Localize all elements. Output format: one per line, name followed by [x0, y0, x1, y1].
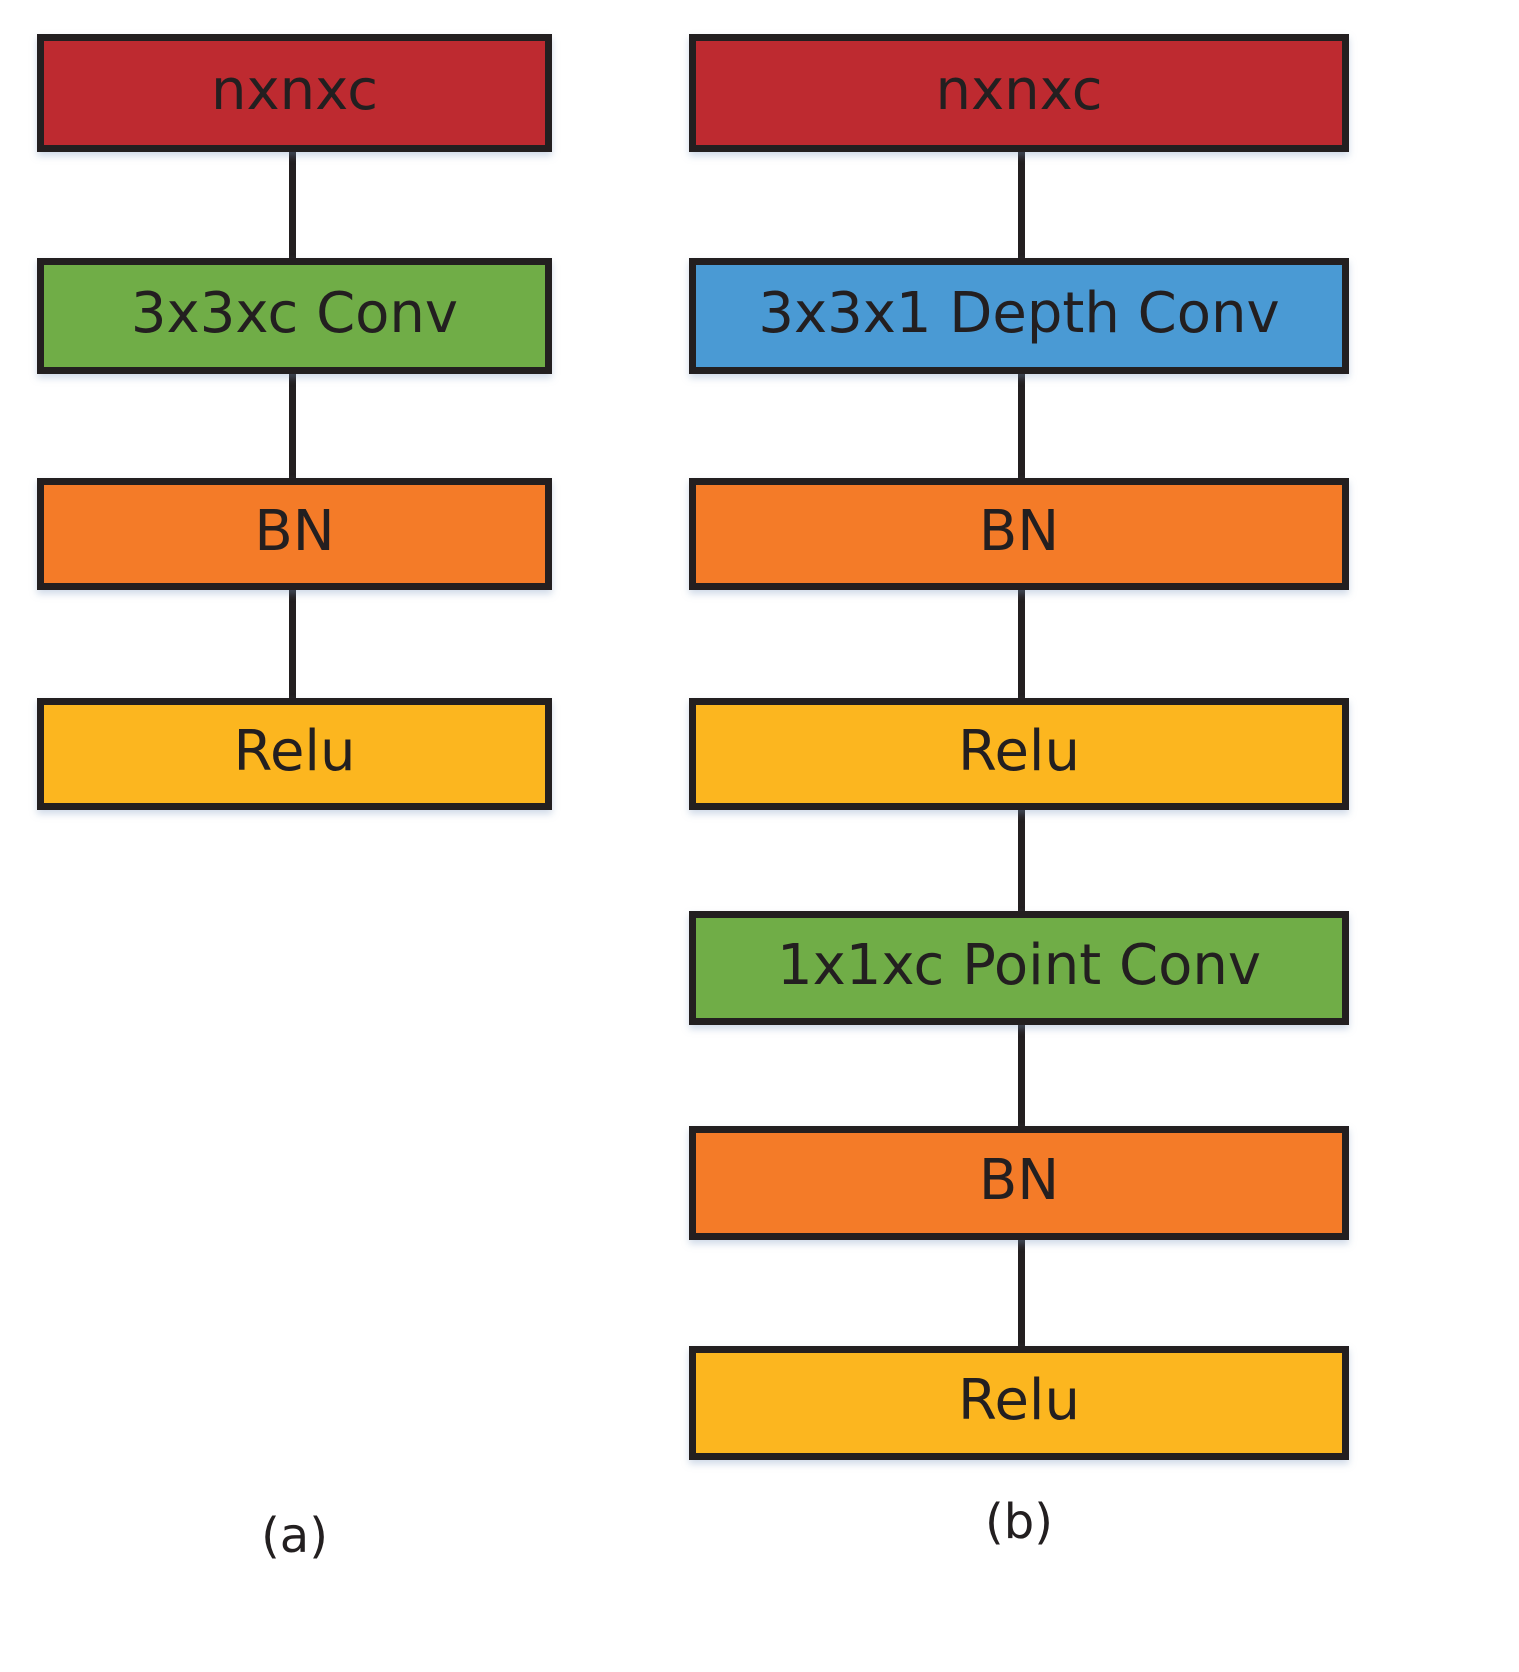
node-b-depthwise-convolution[interactable]: 3x3x1 Depth Conv	[689, 258, 1349, 374]
node-label: 1x1xc Point Conv	[777, 933, 1261, 998]
node-label: Relu	[233, 719, 356, 784]
node-label: nxnxc	[210, 58, 379, 123]
node-label: BN	[254, 499, 335, 564]
panel-a-caption: (a)	[261, 1508, 328, 1564]
connector-b-3	[1018, 588, 1025, 700]
node-label: BN	[978, 499, 1060, 564]
connector-b-2	[1018, 372, 1025, 497]
node-a-batch-normalization[interactable]: BN	[37, 478, 552, 590]
connector-a-3	[289, 588, 296, 700]
node-a-standard-convolution[interactable]: 3x3xc Conv	[37, 258, 552, 374]
node-label: 3x3xc Conv	[130, 281, 459, 346]
node-label: Relu	[958, 719, 1080, 784]
connector-b-6	[1018, 1238, 1025, 1348]
node-b-batch-normalization-1[interactable]: BN	[689, 478, 1349, 590]
connector-b-5	[1018, 1022, 1025, 1127]
node-b-batch-normalization-2[interactable]: BN	[689, 1126, 1349, 1240]
connector-b-4	[1018, 808, 1025, 913]
node-a-input-tensor[interactable]: nxnxc	[37, 34, 552, 152]
node-label: nxnxc	[935, 58, 1103, 123]
connector-a-1	[289, 150, 296, 278]
node-label: 3x3x1 Depth Conv	[758, 281, 1280, 346]
node-label: Relu	[958, 1368, 1080, 1433]
node-b-relu-activation-1[interactable]: Relu	[689, 698, 1349, 810]
node-b-input-tensor[interactable]: nxnxc	[689, 34, 1349, 152]
connector-b-1	[1018, 150, 1025, 278]
node-label: BN	[978, 1148, 1060, 1213]
node-b-pointwise-convolution[interactable]: 1x1xc Point Conv	[689, 911, 1349, 1025]
connector-a-2	[289, 372, 296, 497]
node-b-relu-activation-2[interactable]: Relu	[689, 1346, 1349, 1460]
node-a-relu-activation[interactable]: Relu	[37, 698, 552, 810]
panel-b-caption: (b)	[985, 1494, 1053, 1550]
